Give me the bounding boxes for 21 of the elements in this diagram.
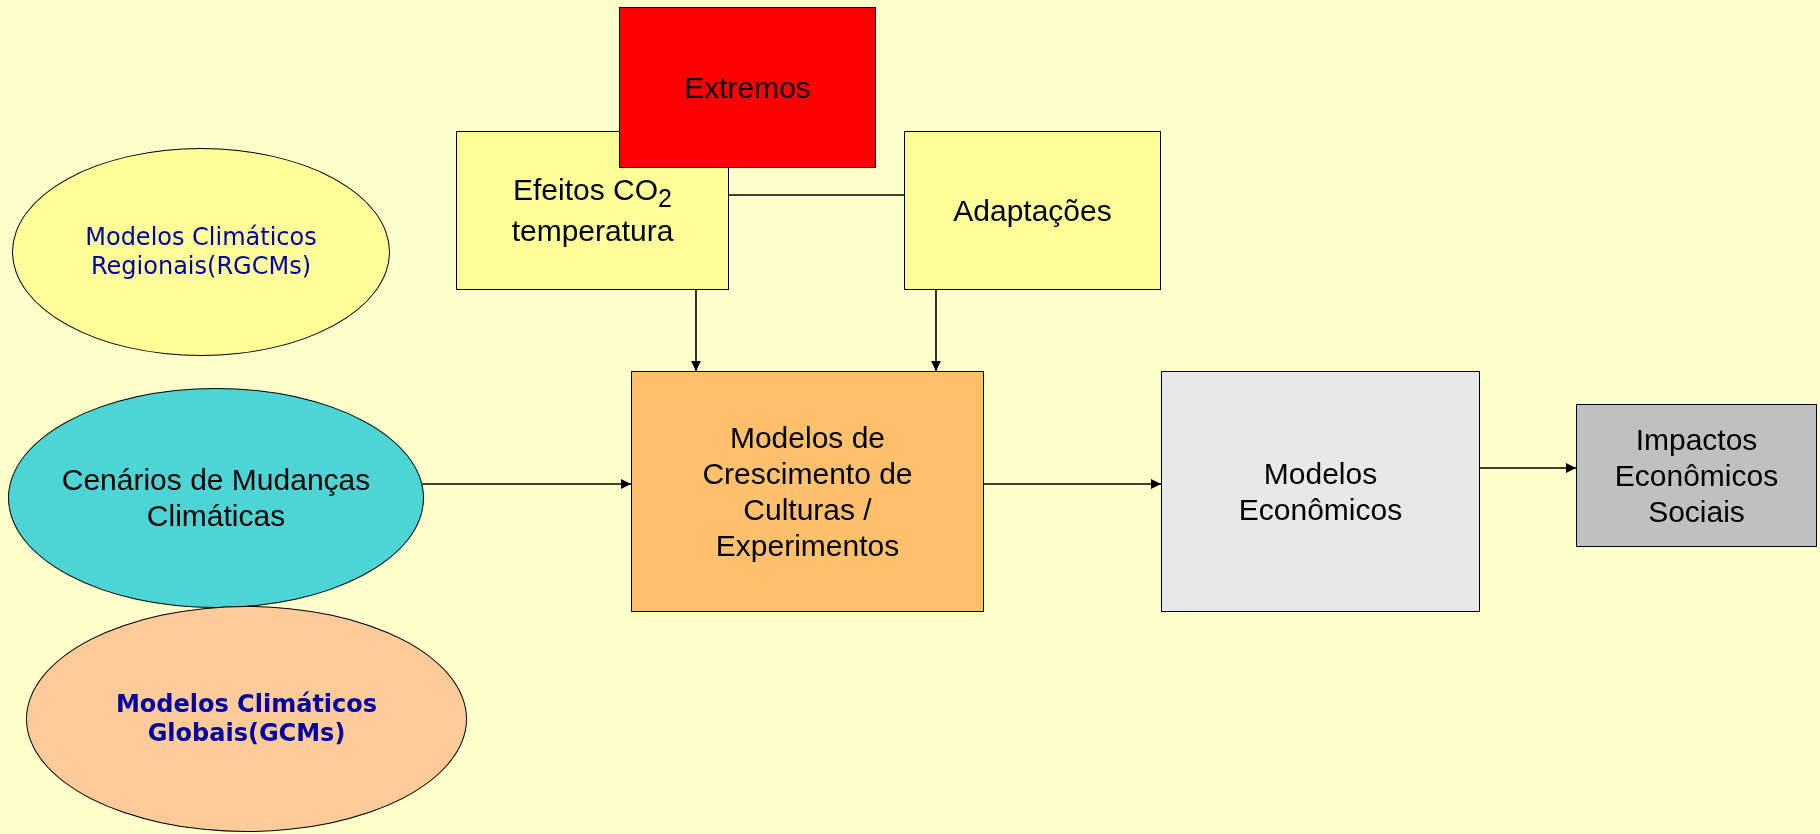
node-label: Efeitos CO$_{2}$ temperatura xyxy=(510,172,675,249)
node-label: Modelos Climáticos Regionais(RGCMs) xyxy=(84,223,318,281)
process-box xyxy=(456,131,729,290)
node-label: Modelos Climáticos Globais(GCMs) xyxy=(114,690,379,748)
process-box xyxy=(631,371,984,612)
node-label: Modelos Econômicos xyxy=(1237,455,1404,528)
node-label: Modelos de Crescimento de Culturas / Experimentos xyxy=(701,419,914,564)
connector-line xyxy=(728,194,905,196)
node-label: Impactos Econômicos Sociais xyxy=(1613,421,1780,530)
arrow xyxy=(421,479,632,489)
node-label: Extremos xyxy=(684,69,811,106)
output-box xyxy=(1576,404,1817,547)
process-box xyxy=(619,7,876,168)
process-box xyxy=(904,131,1161,290)
node-label: Cenários de Mudanças Climáticas xyxy=(60,462,372,534)
node-label: Adaptações xyxy=(953,192,1112,229)
process-box xyxy=(1161,371,1480,612)
arrow xyxy=(691,289,701,372)
arrow xyxy=(1479,463,1577,473)
arrow xyxy=(931,289,941,372)
arrow xyxy=(983,479,1162,489)
